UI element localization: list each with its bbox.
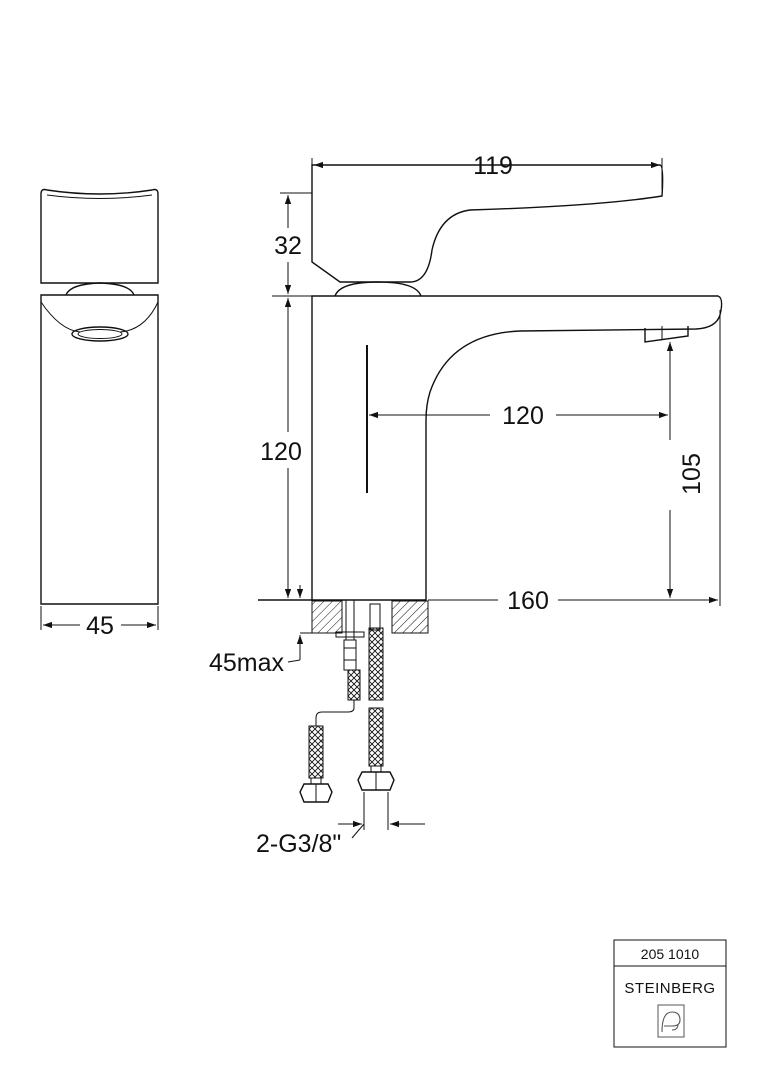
dim-spout-reach: 120 xyxy=(502,402,544,430)
side-aerator xyxy=(644,326,689,343)
side-cap xyxy=(334,281,422,297)
dim-handle-length: 119 xyxy=(473,152,513,180)
deck-hatch-right xyxy=(391,600,429,634)
front-handle xyxy=(40,188,159,284)
dim-body-height: 120 xyxy=(260,438,302,466)
side-view xyxy=(311,164,723,601)
deck-section: 45max xyxy=(209,585,429,677)
front-aerator xyxy=(71,326,129,342)
deck-hatch-left xyxy=(311,600,343,634)
front-body xyxy=(40,294,159,605)
front-cap xyxy=(65,282,135,296)
article-number: 205 1010 xyxy=(641,946,700,962)
dim-spout-height: 105 xyxy=(678,453,706,495)
dim-overall-length: 160 xyxy=(507,587,549,615)
dim-connection-thread: 2-G3/8" xyxy=(256,830,341,858)
basin-logo-icon xyxy=(657,1004,685,1038)
dim-body-width: 45 xyxy=(86,612,114,640)
side-dimensions: 119 32 120 120 105 160 xyxy=(260,152,721,615)
side-body xyxy=(311,295,723,601)
side-handle xyxy=(311,164,664,283)
front-view: 45 xyxy=(40,188,159,640)
dim-handle-height: 32 xyxy=(274,232,302,260)
dim-deck-thickness: 45max xyxy=(209,649,285,677)
supply-hoses: 2-G3/8" xyxy=(256,599,425,858)
title-block: 205 1010 STEINBERG xyxy=(613,939,727,1048)
brand-name: STEINBERG xyxy=(624,980,715,997)
